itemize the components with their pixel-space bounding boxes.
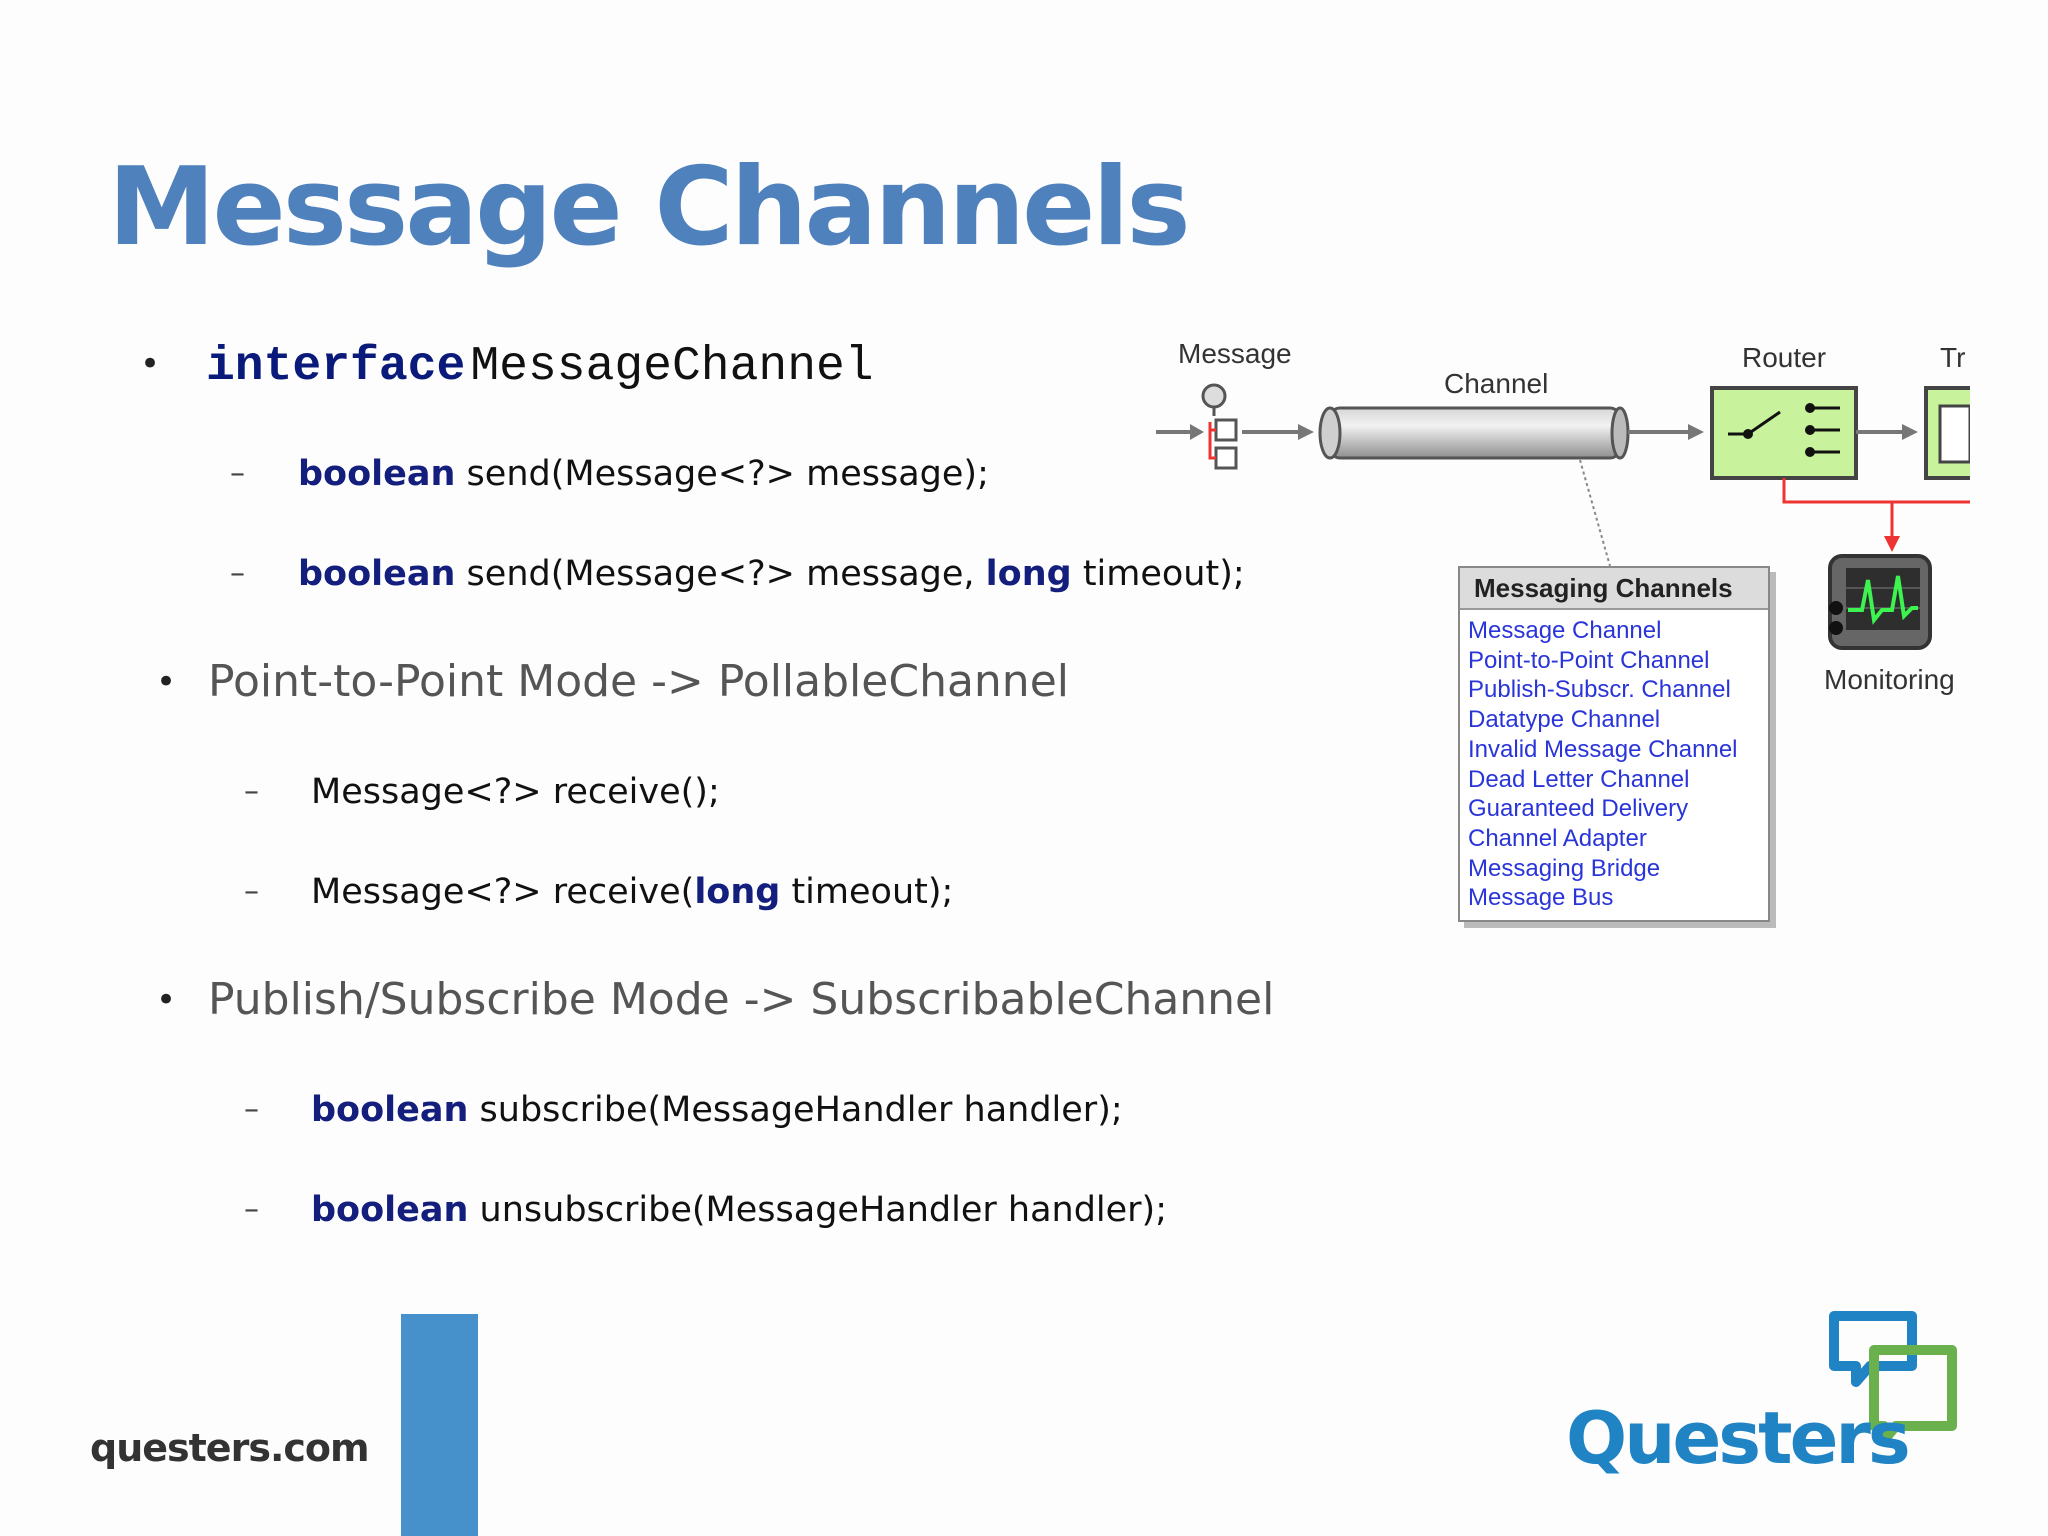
method-signature-end: timeout); bbox=[1071, 554, 1245, 594]
diagram-label-monitoring: Monitoring bbox=[1824, 664, 1955, 695]
diagram-label-translator: Tr bbox=[1940, 342, 1966, 373]
method-signature: Message<?> receive( bbox=[311, 872, 695, 912]
channel-pattern-link[interactable]: Invalid Message Channel bbox=[1468, 735, 1738, 763]
channel-pattern-link[interactable]: Channel Adapter bbox=[1468, 824, 1647, 852]
messaging-channels-box: Messaging Channels Message Channel Point… bbox=[1458, 566, 1770, 922]
channel-pattern-link[interactable]: Point-to-Point Channel bbox=[1468, 646, 1710, 674]
interface-line: interface MessageChannel bbox=[206, 340, 874, 394]
unsubscribe-line: boolean unsubscribe(MessageHandler handl… bbox=[311, 1190, 1167, 1230]
dash-icon: – bbox=[230, 556, 245, 591]
channel-pattern-link[interactable]: Message Bus bbox=[1468, 884, 1614, 912]
method-signature: subscribe(MessageHandler handler); bbox=[468, 1090, 1123, 1130]
param-type: long bbox=[694, 872, 781, 912]
dash-icon: – bbox=[244, 774, 259, 809]
interface-name: MessageChannel bbox=[470, 340, 874, 394]
p2p-heading: Point-to-Point Mode -> PollableChannel bbox=[208, 656, 1069, 707]
method-signature: send(Message<?> message, bbox=[455, 554, 986, 594]
method-signature: send(Message<?> message); bbox=[455, 454, 989, 494]
send-line-2: boolean send(Message<?> message, long ti… bbox=[298, 554, 1245, 594]
channel-pattern-link[interactable]: Guaranteed Delivery bbox=[1468, 795, 1689, 823]
method-signature: Message<?> receive(); bbox=[311, 772, 720, 812]
return-type: boolean bbox=[311, 1090, 469, 1130]
messaging-diagram bbox=[1156, 383, 1970, 650]
receive-line-1: Message<?> receive(); bbox=[311, 772, 720, 812]
receive-line-2: Message<?> receive(long timeout); bbox=[311, 872, 953, 912]
footer-accent-bar bbox=[401, 1314, 478, 1536]
interface-keyword: interface bbox=[206, 340, 466, 394]
router-icon bbox=[1710, 386, 1858, 480]
bullet-icon: • bbox=[156, 662, 177, 702]
channel-pattern-link[interactable]: Publish-Subscr. Channel bbox=[1468, 676, 1731, 704]
dash-icon: – bbox=[244, 1192, 259, 1227]
dash-icon: – bbox=[244, 874, 259, 909]
channel-pattern-link[interactable]: Messaging Bridge bbox=[1468, 854, 1661, 882]
channel-pattern-link[interactable]: Datatype Channel bbox=[1468, 706, 1661, 734]
questers-logo-icon bbox=[1829, 1311, 1957, 1445]
pubsub-heading: Publish/Subscribe Mode -> SubscribableCh… bbox=[208, 974, 1275, 1025]
channel-pattern-link[interactable]: Dead Letter Channel bbox=[1468, 765, 1690, 793]
channel-pattern-link[interactable]: Message Channel bbox=[1468, 617, 1662, 644]
send-line-1: boolean send(Message<?> message); bbox=[298, 454, 989, 494]
diagram-label-message: Message bbox=[1178, 338, 1292, 369]
method-signature: unsubscribe(MessageHandler handler); bbox=[468, 1190, 1168, 1230]
footer-url: questers.com bbox=[90, 1426, 370, 1470]
channel-pipe bbox=[1318, 406, 1630, 460]
bullet-icon: • bbox=[156, 980, 177, 1020]
return-type: boolean bbox=[298, 554, 456, 594]
questers-logo-text: Questers bbox=[1566, 1396, 1911, 1480]
slide-title: Message Channels bbox=[108, 145, 1191, 270]
bullet-icon: • bbox=[140, 344, 161, 384]
monitoring-icon bbox=[1828, 554, 1932, 650]
return-type: boolean bbox=[311, 1190, 469, 1230]
diagram-label-channel: Channel bbox=[1444, 368, 1549, 399]
dash-icon: – bbox=[244, 1092, 259, 1127]
param-type: long bbox=[985, 554, 1072, 594]
method-signature-end: timeout); bbox=[780, 872, 954, 912]
message-icon bbox=[1156, 383, 1238, 470]
messaging-channels-title: Messaging Channels bbox=[1460, 568, 1768, 610]
return-type: boolean bbox=[298, 454, 456, 494]
diagram-label-router: Router bbox=[1742, 342, 1827, 373]
subscribe-line: boolean subscribe(MessageHandler handler… bbox=[311, 1090, 1123, 1130]
dash-icon: – bbox=[230, 456, 245, 491]
